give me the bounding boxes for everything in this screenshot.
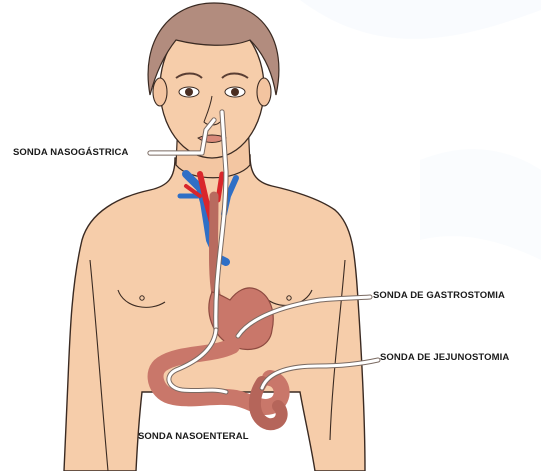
pupil-right — [231, 88, 239, 96]
label-nasoenteral-tube: SONDA NASOENTERAL — [138, 431, 249, 442]
pupil-left — [185, 88, 193, 96]
label-gastrostomy-tube: SONDA DE GASTROSTOMIA — [373, 290, 505, 301]
label-nasogastric-tube: SONDA NASOGÁSTRICA — [13, 147, 128, 158]
ear-left — [153, 78, 167, 106]
label-jejunostomy-tube: SONDA DE JEJUNOSTOMIA — [380, 352, 509, 363]
ear-right — [257, 78, 271, 106]
